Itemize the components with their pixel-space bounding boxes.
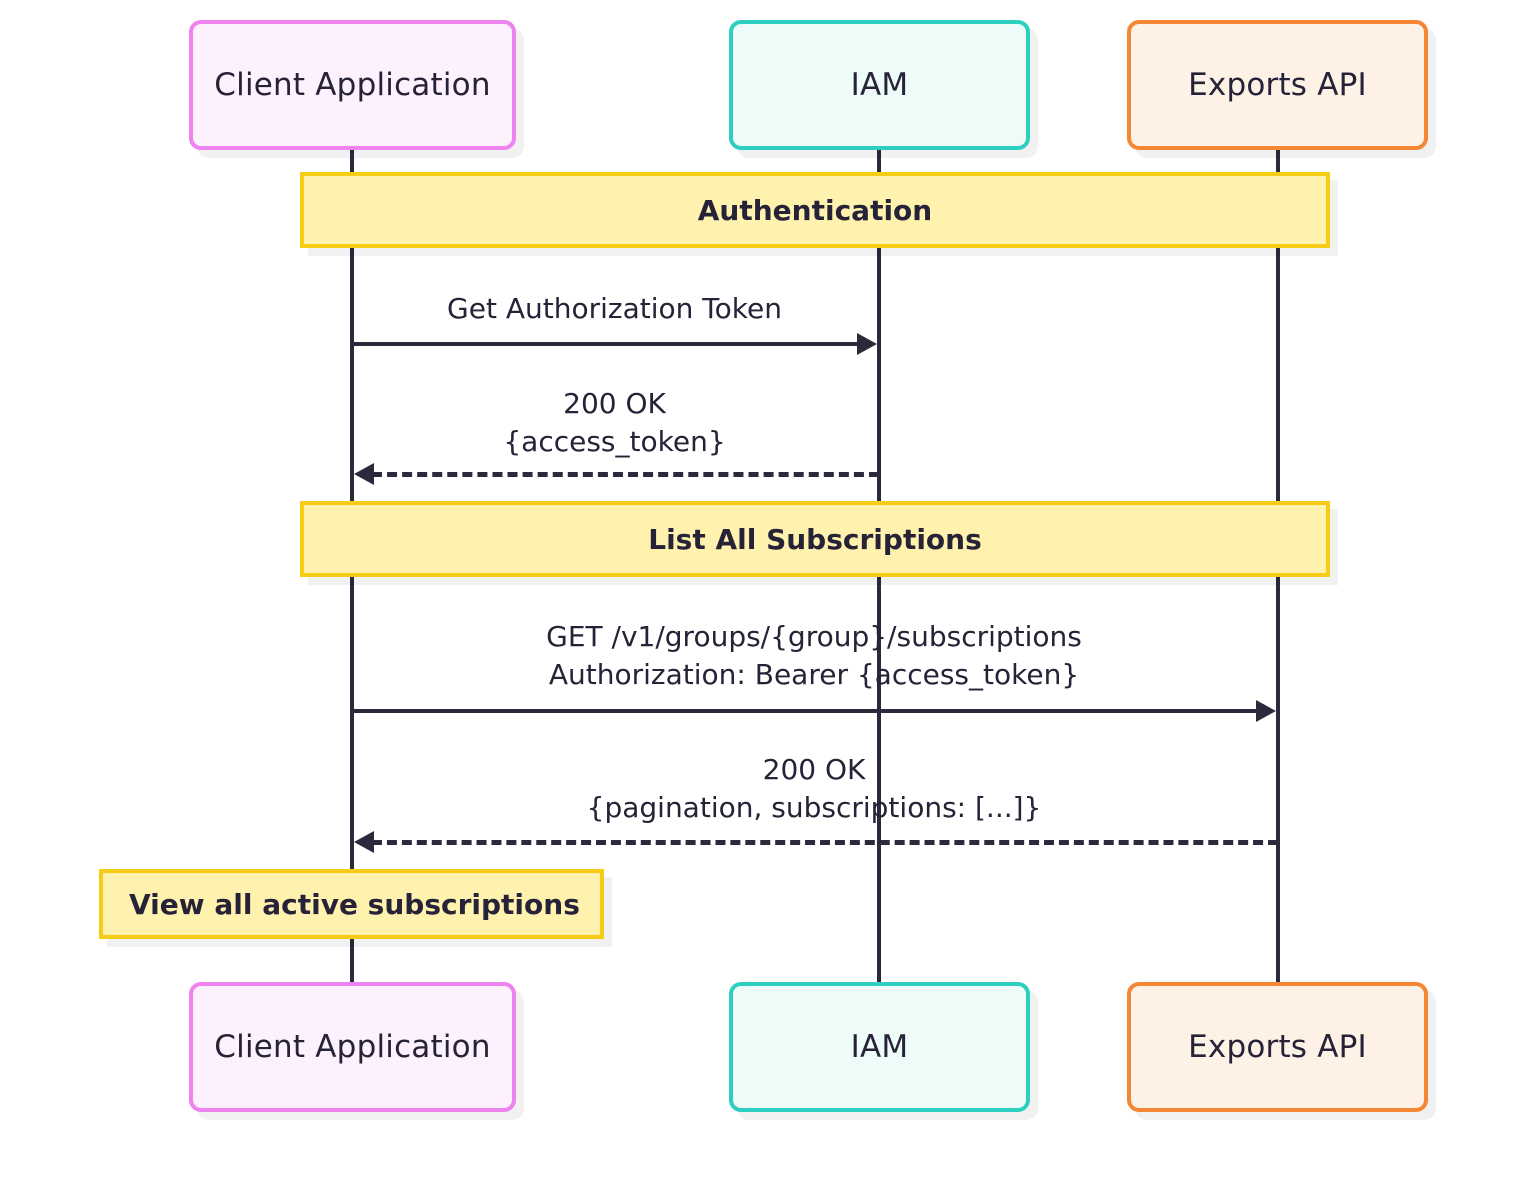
message-line-get-authorization-token bbox=[352, 342, 857, 346]
message-line-token-response bbox=[372, 472, 879, 477]
message-line-list-subscriptions-response bbox=[372, 840, 1278, 845]
message-label-list-subscriptions-request: GET /v1/groups/{group}/subscriptions Aut… bbox=[352, 618, 1276, 694]
message-label-get-authorization-token: Get Authorization Token bbox=[352, 290, 877, 328]
note-label: View all active subscriptions bbox=[129, 887, 580, 921]
message-line-2: {access_token} bbox=[503, 424, 726, 458]
message-label-token-response: 200 OK {access_token} bbox=[352, 385, 877, 461]
participant-label: IAM bbox=[850, 67, 909, 103]
message-line-1: 200 OK bbox=[762, 753, 866, 786]
participant-label: Client Application bbox=[214, 1029, 491, 1065]
message-line-1: GET /v1/groups/{group}/subscriptions bbox=[546, 620, 1082, 653]
message-line-2: Authorization: Bearer {access_token} bbox=[548, 657, 1080, 691]
message-line-2: {pagination, subscriptions: [...]} bbox=[586, 790, 1042, 824]
section-bar-authentication: Authentication bbox=[300, 172, 1330, 248]
message-line-list-subscriptions-request bbox=[352, 709, 1256, 713]
participant-iam-top[interactable]: IAM bbox=[729, 20, 1030, 150]
participant-label: Exports API bbox=[1188, 67, 1367, 103]
arrow-head-right bbox=[857, 333, 877, 355]
arrow-head-left bbox=[354, 831, 374, 853]
participant-client-application-top[interactable]: Client Application bbox=[189, 20, 516, 150]
note-view-all-active-subscriptions: View all active subscriptions bbox=[99, 869, 604, 939]
arrow-head-right bbox=[1256, 700, 1276, 722]
participant-client-application-bottom[interactable]: Client Application bbox=[189, 982, 516, 1112]
participant-exports-api-bottom[interactable]: Exports API bbox=[1127, 982, 1428, 1112]
participant-iam-bottom[interactable]: IAM bbox=[729, 982, 1030, 1112]
section-label: Authentication bbox=[697, 193, 933, 227]
section-label: List All Subscriptions bbox=[648, 522, 982, 556]
message-line-1: 200 OK bbox=[563, 387, 666, 420]
participant-label: Exports API bbox=[1188, 1029, 1367, 1065]
arrow-head-left bbox=[354, 463, 374, 485]
participant-label: IAM bbox=[850, 1029, 909, 1065]
participant-exports-api-top[interactable]: Exports API bbox=[1127, 20, 1428, 150]
message-label-list-subscriptions-response: 200 OK {pagination, subscriptions: [...]… bbox=[352, 751, 1276, 827]
message-line-1: Get Authorization Token bbox=[447, 292, 782, 325]
participant-label: Client Application bbox=[214, 67, 491, 103]
section-bar-list-all-subscriptions: List All Subscriptions bbox=[300, 501, 1330, 577]
